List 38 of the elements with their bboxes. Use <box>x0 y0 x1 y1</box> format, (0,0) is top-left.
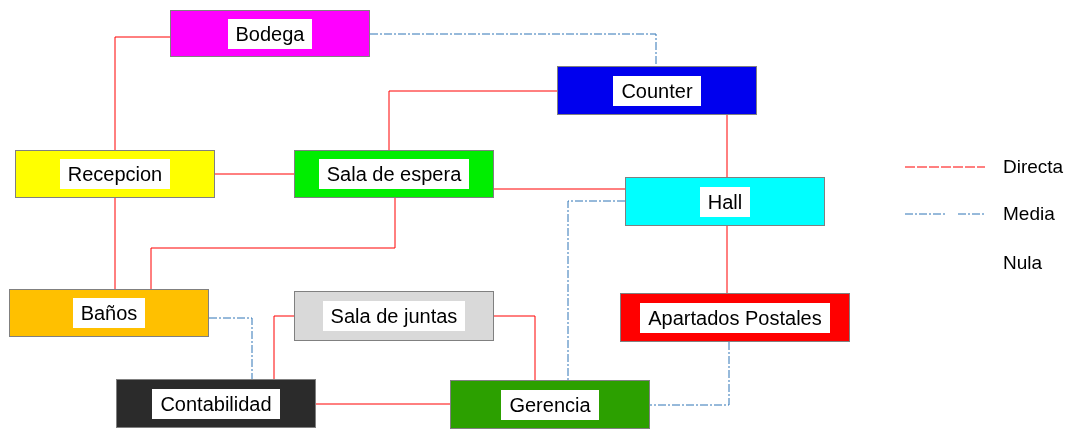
room-label: Counter <box>613 75 701 106</box>
room-box <box>294 150 494 198</box>
connector-line <box>493 188 626 190</box>
room-label: Bodega <box>227 18 313 49</box>
room-box <box>625 177 825 226</box>
room-box <box>294 291 494 341</box>
room-label: Apartados Postales <box>640 302 830 333</box>
room-box <box>450 380 650 429</box>
legend-text: Nula <box>1003 252 1043 274</box>
connector-line <box>388 90 558 151</box>
room-label: Baños <box>72 298 146 328</box>
connector-line <box>208 317 253 380</box>
connector-line <box>369 33 657 67</box>
connector-line <box>726 114 728 178</box>
room-label: Sala de espera <box>318 159 470 189</box>
room-box <box>116 379 316 428</box>
connector-line <box>114 36 171 151</box>
connector-line <box>649 341 730 406</box>
room-label: Hall <box>699 186 751 217</box>
connector-line <box>726 225 728 294</box>
room-label: Sala de juntas <box>322 301 466 331</box>
connector-line <box>315 403 451 405</box>
room-box <box>15 150 215 198</box>
room-box <box>557 66 757 115</box>
room-label: Recepcion <box>59 159 171 189</box>
connector-line <box>150 197 396 290</box>
connector-line <box>114 197 116 290</box>
connector-line <box>493 315 536 381</box>
legend-text: Media <box>1003 203 1055 225</box>
connector-line <box>567 200 626 381</box>
room-box <box>170 10 370 57</box>
legend-text: Directa <box>1003 156 1064 178</box>
room-box <box>620 293 850 342</box>
connector-line <box>273 315 295 380</box>
room-label: Contabilidad <box>152 388 280 419</box>
connector-line <box>214 173 295 175</box>
room-box <box>9 289 209 337</box>
room-label: Gerencia <box>501 389 599 420</box>
